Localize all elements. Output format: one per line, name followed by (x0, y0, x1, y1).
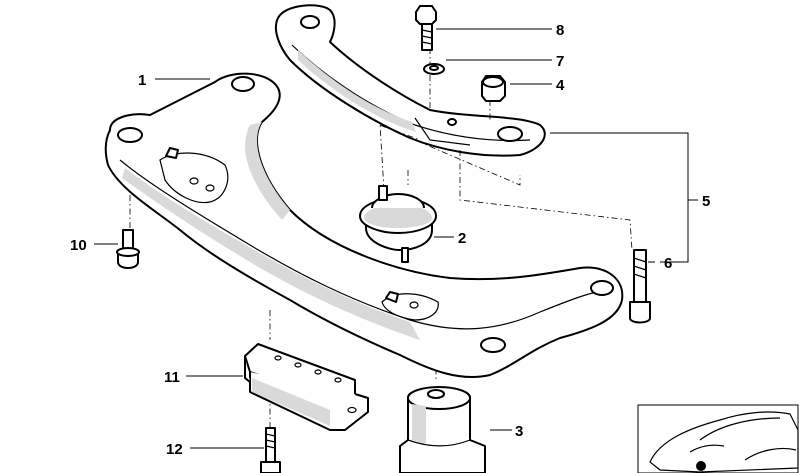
callout-4: 4 (556, 77, 565, 94)
callout-6: 6 (664, 255, 672, 272)
shock-absorber (399, 386, 486, 473)
callout-11: 11 (164, 369, 180, 386)
mounting-bracket (244, 343, 369, 431)
vehicle-locator-thumbnail (637, 404, 799, 473)
callout-labels: 1 2 3 4 5 6 7 8 10 11 12 (70, 22, 710, 458)
nut (481, 75, 506, 102)
leader-lines (94, 28, 698, 449)
callout-12: 12 (166, 441, 183, 458)
callout-7: 7 (556, 53, 564, 70)
bolt-lower (260, 427, 281, 473)
locator-dot (696, 461, 706, 471)
bolt-left (116, 229, 140, 269)
washer (423, 63, 445, 75)
assembly-lines (129, 48, 633, 430)
leader-5 (550, 132, 698, 263)
bolt-upper (415, 5, 437, 51)
transmission-support-bracket (274, 4, 546, 157)
crossmember (104, 72, 624, 379)
callout-1: 1 (138, 72, 146, 89)
callout-10: 10 (70, 237, 87, 254)
callout-8: 8 (556, 22, 564, 39)
callout-3: 3 (515, 423, 523, 440)
callout-2: 2 (458, 230, 466, 247)
rubber-mount (359, 185, 437, 263)
bolt-right (629, 249, 651, 324)
callout-5: 5 (702, 193, 710, 210)
